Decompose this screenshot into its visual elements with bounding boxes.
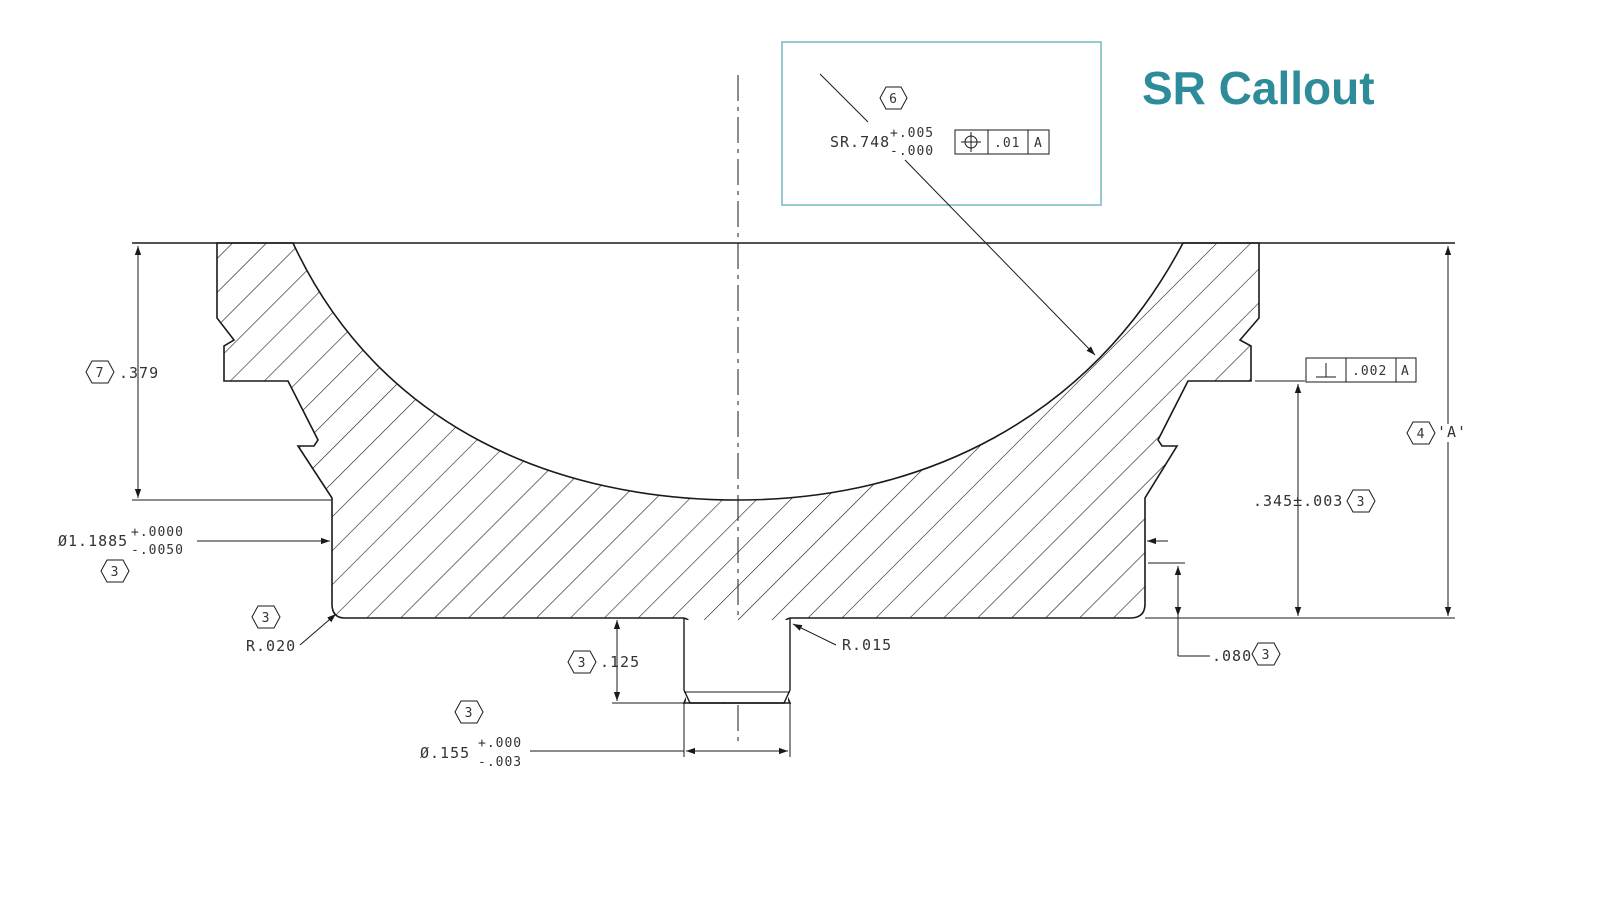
dim-diameter-tol-plus: +.0000 [131,525,184,540]
callout-label: SR.748 [830,133,890,151]
stem-outline [683,618,791,704]
dim-080-value: .080 [1212,647,1252,665]
callout-note-hex: 6 [879,86,908,110]
position-feature-control-frame: .01 A [954,129,1050,155]
position-icon [961,132,981,152]
svg-text:A: A [1401,364,1410,379]
callout-leader-top [819,73,869,123]
dim-r020-value: R.020 [246,637,296,655]
dim-125-note-hex: 3 [567,650,597,674]
svg-text:.002: .002 [1352,364,1387,379]
dim-125-value: .125 [600,653,640,671]
part-section [216,242,1260,704]
dim-diameter-tol-minus: -.0050 [131,543,184,558]
dim-stem-dia-note-hex: 3 [454,700,484,724]
dim-diameter-value: Ø1.1885 [58,532,128,550]
dim-stem-dia-value: Ø.155 [420,744,470,762]
svg-text:7: 7 [96,366,105,381]
dim-r020-leader [299,613,337,646]
dim-stem-dia-tol-plus: +.000 [478,736,522,751]
callout-tol-minus: -.000 [890,144,934,159]
dim-r020-note-hex: 3 [251,605,281,629]
svg-text:3: 3 [578,656,587,671]
svg-text:3: 3 [262,611,271,626]
svg-text:4: 4 [1417,427,1426,442]
dim-diameter-note-hex: 3 [100,559,130,583]
dim-080-note-hex: 3 [1251,642,1281,666]
callout-tol-plus: +.005 [890,126,934,141]
svg-text:6: 6 [889,92,898,107]
svg-text:3: 3 [111,565,120,580]
svg-text:3: 3 [1357,495,1366,510]
dim-r015-leader [792,623,837,646]
dim-datum-value: 'A' [1437,423,1467,441]
dim-379-note-hex: 7 [85,360,115,384]
dim-stem-dia-tol-minus: -.003 [478,755,522,770]
dim-datum-note-hex: 4 [1406,421,1436,445]
callout-leader [904,159,1096,356]
dim-379-value: .379 [119,364,159,382]
svg-text:3: 3 [465,706,474,721]
perpendicularity-feature-control-frame: .002 A [1305,357,1417,383]
svg-text:A: A [1034,136,1043,151]
perpendicularity-icon [1316,363,1336,378]
callout-box [781,41,1102,206]
dim-345-note-hex: 3 [1346,489,1376,513]
svg-text:3: 3 [1262,648,1271,663]
dim-r015-value: R.015 [842,636,892,654]
dim-345-value: .345±.003 [1253,492,1343,510]
svg-text:.01: .01 [994,136,1020,151]
page-title: SR Callout [1142,62,1375,114]
